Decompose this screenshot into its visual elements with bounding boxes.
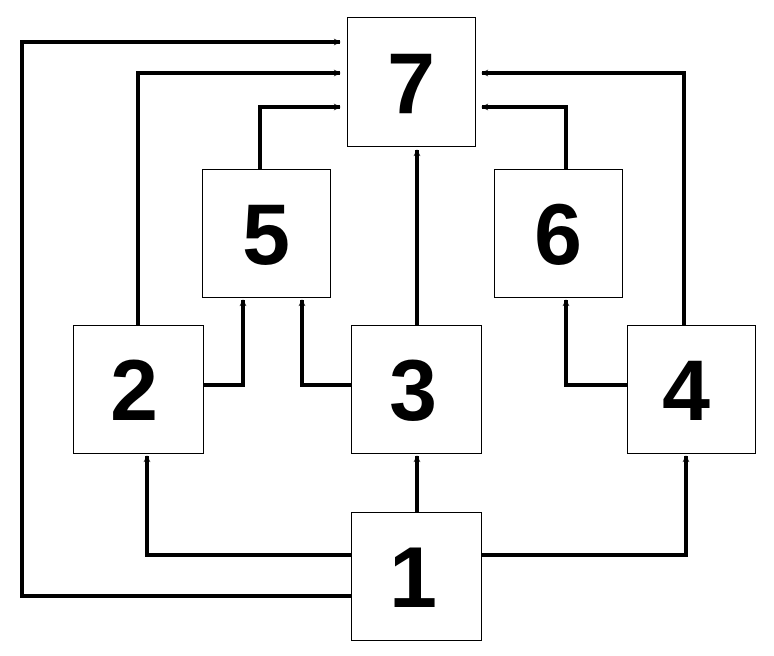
edge-1-to-2 [143,455,352,557]
node-5-box [202,169,331,298]
edge-5-to-7 [258,103,341,170]
edge-6-to-7 [481,103,568,170]
node-1-box [351,512,482,641]
node-3: 3 [351,325,482,454]
node-4: 4 [627,325,756,454]
edge-4-to-6 [562,299,628,387]
node-2-box [73,325,204,454]
nodes-group: 7 5 6 2 3 4 1 [73,17,756,641]
edge-2-to-7 [136,69,341,326]
node-4-box [627,325,756,454]
node-7-label: 7 [387,36,435,132]
node-7: 7 [347,17,476,147]
node-3-label: 3 [389,343,437,439]
node-6-box [494,169,623,298]
node-2-label: 2 [110,343,158,439]
node-5: 5 [202,169,331,298]
edge-1-to-4 [482,455,690,557]
edge-4-to-7 [481,69,686,326]
edge-1-to-7 [20,38,352,598]
node-6: 6 [494,169,623,298]
node-2: 2 [73,325,204,454]
edges-group [20,38,690,598]
node-1-label: 1 [389,530,437,626]
node-1: 1 [351,512,482,641]
edge-2-to-5 [204,299,247,387]
node-4-label: 4 [662,343,710,439]
node-5-label: 5 [242,187,290,283]
edge-3-to-5 [298,299,352,387]
node-6-label: 6 [534,187,582,283]
node-3-box [351,325,482,454]
node-7-box [347,17,476,147]
